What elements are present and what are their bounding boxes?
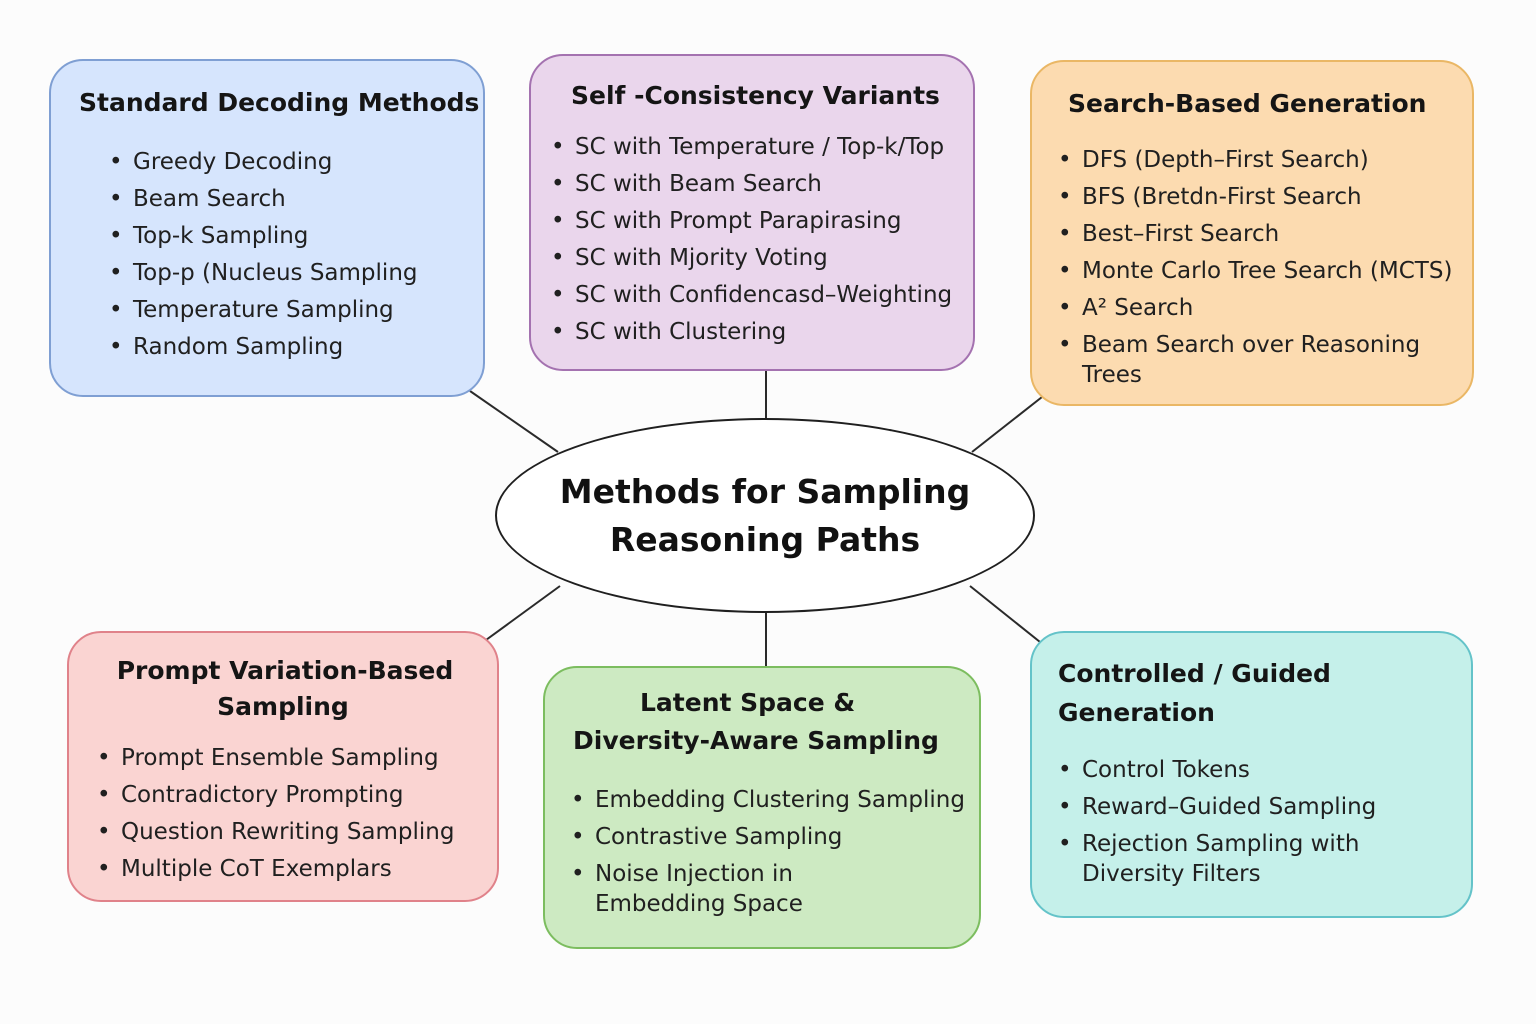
list-item: Embedding Clustering Sampling <box>571 785 965 815</box>
list-item: Question Rewriting Sampling <box>97 817 455 847</box>
list-item: Noise Injection in Embedding Space <box>571 859 875 919</box>
list-item: DFS (Depth–First Search) <box>1058 145 1452 175</box>
prompt-variation-title-line1: Prompt Variation-Based <box>116 656 454 685</box>
prompt-variation-title-line2: Sampling <box>217 692 349 721</box>
list-item: Top-p (Nucleus Sampling <box>109 258 418 288</box>
latent-space-box: Latent Space & Diversity-Aware Sampling … <box>543 666 981 949</box>
list-item: SC with Beam Search <box>551 169 952 199</box>
self-consistency-box: Self -Consistency Variants SC with Tempe… <box>529 54 975 371</box>
self-consistency-list: SC with Temperature / Top-k/Top SC with … <box>551 132 952 354</box>
standard-decoding-title: Standard Decoding Methods <box>79 88 480 117</box>
connector-standard <box>469 390 559 453</box>
latent-space-title-line1: Latent Space & <box>640 688 856 717</box>
list-item: Beam Search over Reasoning Trees <box>1058 330 1422 390</box>
search-based-list: DFS (Depth–First Search) BFS (Bretdn-Fir… <box>1058 145 1452 397</box>
controlled-generation-title-line1: Controlled / Guided <box>1058 659 1331 688</box>
list-item: Best–First Search <box>1058 219 1452 249</box>
standard-decoding-list: Greedy Decoding Beam Search Top-k Sampli… <box>109 147 418 369</box>
search-based-box: Search-Based Generation DFS (Depth–First… <box>1030 60 1474 406</box>
list-item: Top-k Sampling <box>109 221 418 251</box>
standard-decoding-box: Standard Decoding Methods Greedy Decodin… <box>49 59 485 397</box>
self-consistency-title: Self -Consistency Variants <box>571 81 940 110</box>
search-based-title: Search-Based Generation <box>1068 89 1427 118</box>
list-item: Beam Search <box>109 184 418 214</box>
central-topic-title: Methods for Sampling Reasoning Paths <box>559 471 971 559</box>
latent-space-title-line2: Diversity-Aware Sampling <box>573 726 939 755</box>
controlled-generation-box: Controlled / Guided Generation Control T… <box>1030 631 1473 918</box>
list-item: Control Tokens <box>1058 755 1402 785</box>
list-item: Multiple CoT Exemplars <box>97 854 455 884</box>
connector-controlled <box>969 585 1041 643</box>
connector-prompt <box>485 585 561 641</box>
central-topic-node: Methods for Sampling Reasoning Paths <box>495 418 1035 613</box>
list-item: SC with Temperature / Top-k/Top <box>551 132 952 162</box>
list-item: Contrastive Sampling <box>571 822 965 852</box>
controlled-generation-title-line2: Generation <box>1058 698 1215 727</box>
list-item: Temperature Sampling <box>109 295 418 325</box>
list-item: SC with Clustering <box>551 317 952 347</box>
controlled-generation-list: Control Tokens Reward–Guided Sampling Re… <box>1058 755 1402 896</box>
list-item: Rejection Sampling with Diversity Filter… <box>1058 829 1402 889</box>
list-item: BFS (Bretdn-First Search <box>1058 182 1452 212</box>
list-item: Prompt Ensemble Sampling <box>97 743 455 773</box>
prompt-variation-box: Prompt Variation-Based Sampling Prompt E… <box>67 631 499 902</box>
connector-search <box>971 396 1043 453</box>
list-item: Monte Carlo Tree Search (MCTS) <box>1058 256 1452 286</box>
list-item: Contradictory Prompting <box>97 780 455 810</box>
prompt-variation-list: Prompt Ensemble Sampling Contradictory P… <box>97 743 455 891</box>
list-item: SC with Prompt Parapirasing <box>551 206 952 236</box>
list-item: Reward–Guided Sampling <box>1058 792 1402 822</box>
list-item: A² Search <box>1058 293 1452 323</box>
list-item: Greedy Decoding <box>109 147 418 177</box>
list-item: Random Sampling <box>109 332 418 362</box>
latent-space-list: Embedding Clustering Sampling Contrastiv… <box>571 785 965 926</box>
list-item: SC with Confidencasd–Weighting <box>551 280 952 310</box>
list-item: SC with Mjority Voting <box>551 243 952 273</box>
